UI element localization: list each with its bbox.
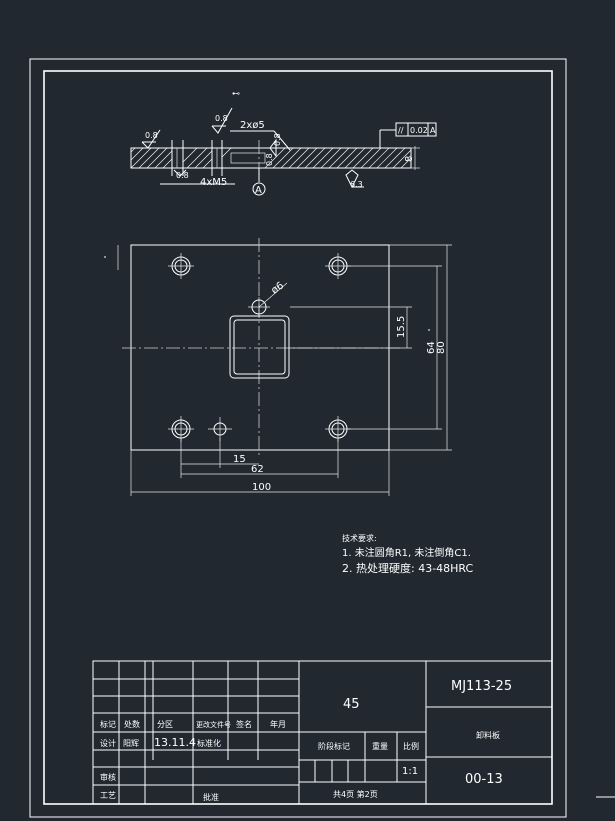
plate-outline <box>130 244 390 451</box>
hatch-right <box>264 147 412 169</box>
roughness-icon <box>141 129 161 149</box>
datum-a-circle <box>252 182 266 196</box>
roughness-icon <box>269 138 277 158</box>
standardize-label: 标准化 <box>197 738 221 748</box>
dim-100: 100 <box>252 482 271 493</box>
review-label: 审核 <box>100 772 116 782</box>
thickness-dim: 8 <box>404 156 415 162</box>
screw-hole-tl <box>168 253 194 279</box>
dim-62: 62 <box>251 464 264 475</box>
roughness-mid-value: 0.8 <box>273 133 282 146</box>
part-name: 卸料板 <box>476 730 500 740</box>
roughness-icon <box>173 169 187 177</box>
tolerance-frame <box>395 122 437 137</box>
sheet-count: 共4页 第2页 <box>333 789 378 799</box>
dim-15-5: 15.5 <box>396 316 407 338</box>
material: 45 <box>343 697 360 712</box>
datum-a-label: A <box>255 185 262 196</box>
roughness-top-value: 0.8 <box>215 114 228 123</box>
designer-name: 阳辉 <box>123 739 139 748</box>
roughness-icon <box>345 169 359 189</box>
pin-hole <box>208 417 232 441</box>
hatch-mid2 <box>221 147 232 158</box>
hdr-mark: 标记 <box>100 719 116 729</box>
inner-frame <box>43 70 553 805</box>
stage-mark-label: 阶段标记 <box>318 741 350 751</box>
section-view: ⊷ <box>130 89 437 196</box>
roughness-left-value: 0.8 <box>145 131 158 140</box>
hatch-left <box>130 147 173 169</box>
callout-4xM5: 4xM5 <box>200 177 227 188</box>
dim-64: 64 <box>426 341 437 354</box>
roughness-bottom-right-value: 6.3 <box>350 180 363 189</box>
scale-value: 1:1 <box>402 766 418 777</box>
dim-15: 15 <box>233 454 246 465</box>
weight-label: 重量 <box>372 741 388 751</box>
hdr-count: 处数 <box>124 719 140 729</box>
plan-view: ø6 15.5 64 <box>104 238 452 496</box>
process-label: 工艺 <box>100 791 116 800</box>
roughness-bottom-left-value: 0.8 <box>176 171 189 180</box>
technical-notes: 技术要求: 1. 未注圆角R1, 未注倒角C1. 2. 热处理硬度: 43-48… <box>342 533 474 575</box>
section-mark: ⊷ <box>232 89 240 98</box>
window-inner <box>233 319 286 375</box>
hdr-date: 年月 <box>270 719 286 729</box>
parallelism-symbol: // <box>398 126 404 135</box>
tolerance-datum: A <box>430 126 436 135</box>
notes-line2: 2. 热处理硬度: 43-48HRC <box>342 561 474 575</box>
hdr-zone: 分区 <box>157 720 173 729</box>
callout-2x5: 2xø5 <box>240 120 265 131</box>
outer-frame <box>29 58 567 818</box>
dim-hole-diameter: ø6 <box>269 280 286 296</box>
approve-label: 批准 <box>203 792 219 802</box>
roughness-icon <box>211 107 233 134</box>
hdr-doc: 更改文件号 <box>196 720 231 729</box>
drawing-code: MJ113-25 <box>451 679 512 694</box>
roughness-mid2-value: 0.8 <box>265 153 274 166</box>
dim-80: 80 <box>436 341 447 354</box>
hdr-sign: 签名 <box>236 719 252 729</box>
notes-heading: 技术要求: <box>342 533 377 543</box>
design-date: 13.11.4 <box>154 736 196 749</box>
window-outer <box>229 315 290 379</box>
hatch-mid1 <box>182 147 213 169</box>
drawing-number: 00-13 <box>465 772 503 787</box>
notes-line1: 1. 未注圆角R1, 未注倒角C1. <box>342 546 471 559</box>
ratio-label: 比例 <box>403 741 419 751</box>
tolerance-value: 0.02 <box>410 126 428 135</box>
title-block: 标记 处数 分区 更改文件号 签名 年月 设计 阳辉 13.11.4 标准化 审… <box>92 660 553 805</box>
design-label: 设计 <box>100 738 116 748</box>
